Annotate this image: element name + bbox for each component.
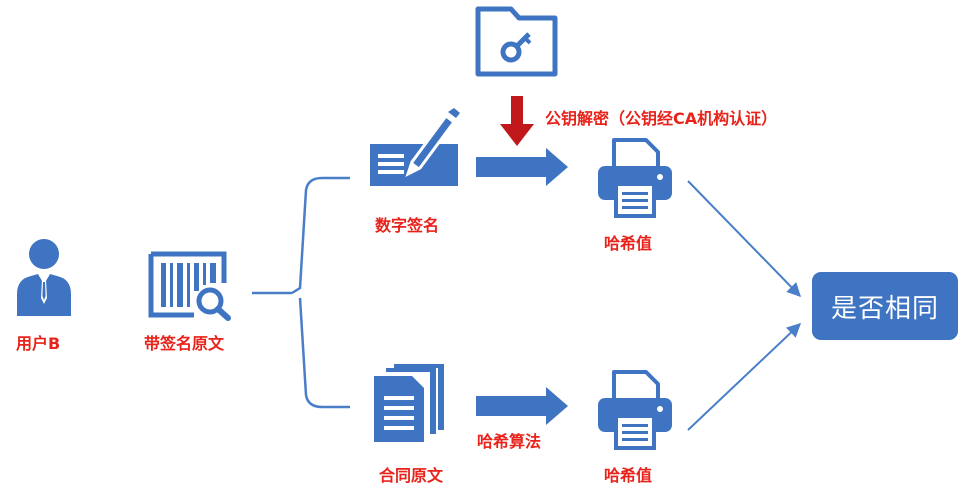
top-hash-to-result-arrow: [687, 180, 801, 298]
printer-icon-top: [598, 138, 672, 218]
user-label: 用户B: [16, 334, 61, 353]
signed-original-label: 带签名原文: [144, 334, 225, 353]
hash-algorithm-arrow: [476, 387, 568, 425]
hash-top-label: 哈希值: [604, 234, 653, 253]
bottom-hash-to-result-arrow: [687, 323, 802, 431]
hash-bottom-label: 哈希值: [604, 466, 653, 485]
printer-icon-bottom: [598, 370, 672, 450]
user-icon: [17, 239, 71, 316]
split-bracket: [252, 176, 350, 409]
decrypt-arrow: [476, 148, 568, 186]
key-folder-icon: [475, 6, 558, 77]
hash-algorithm-label: 哈希算法: [477, 432, 542, 451]
digital-signature-icon: [370, 108, 460, 186]
contract-original-label: 合同原文: [379, 466, 444, 485]
public-key-decrypt-label: 公钥解密（公钥经CA机构认证）: [545, 109, 778, 128]
documents-stack-icon: [374, 364, 444, 442]
public-key-arrow: [500, 96, 534, 146]
result-box: 是否相同: [812, 272, 958, 340]
digital-signature-label: 数字签名: [375, 216, 440, 235]
barcode-search-icon: [148, 251, 231, 321]
result-label: 是否相同: [830, 293, 939, 324]
